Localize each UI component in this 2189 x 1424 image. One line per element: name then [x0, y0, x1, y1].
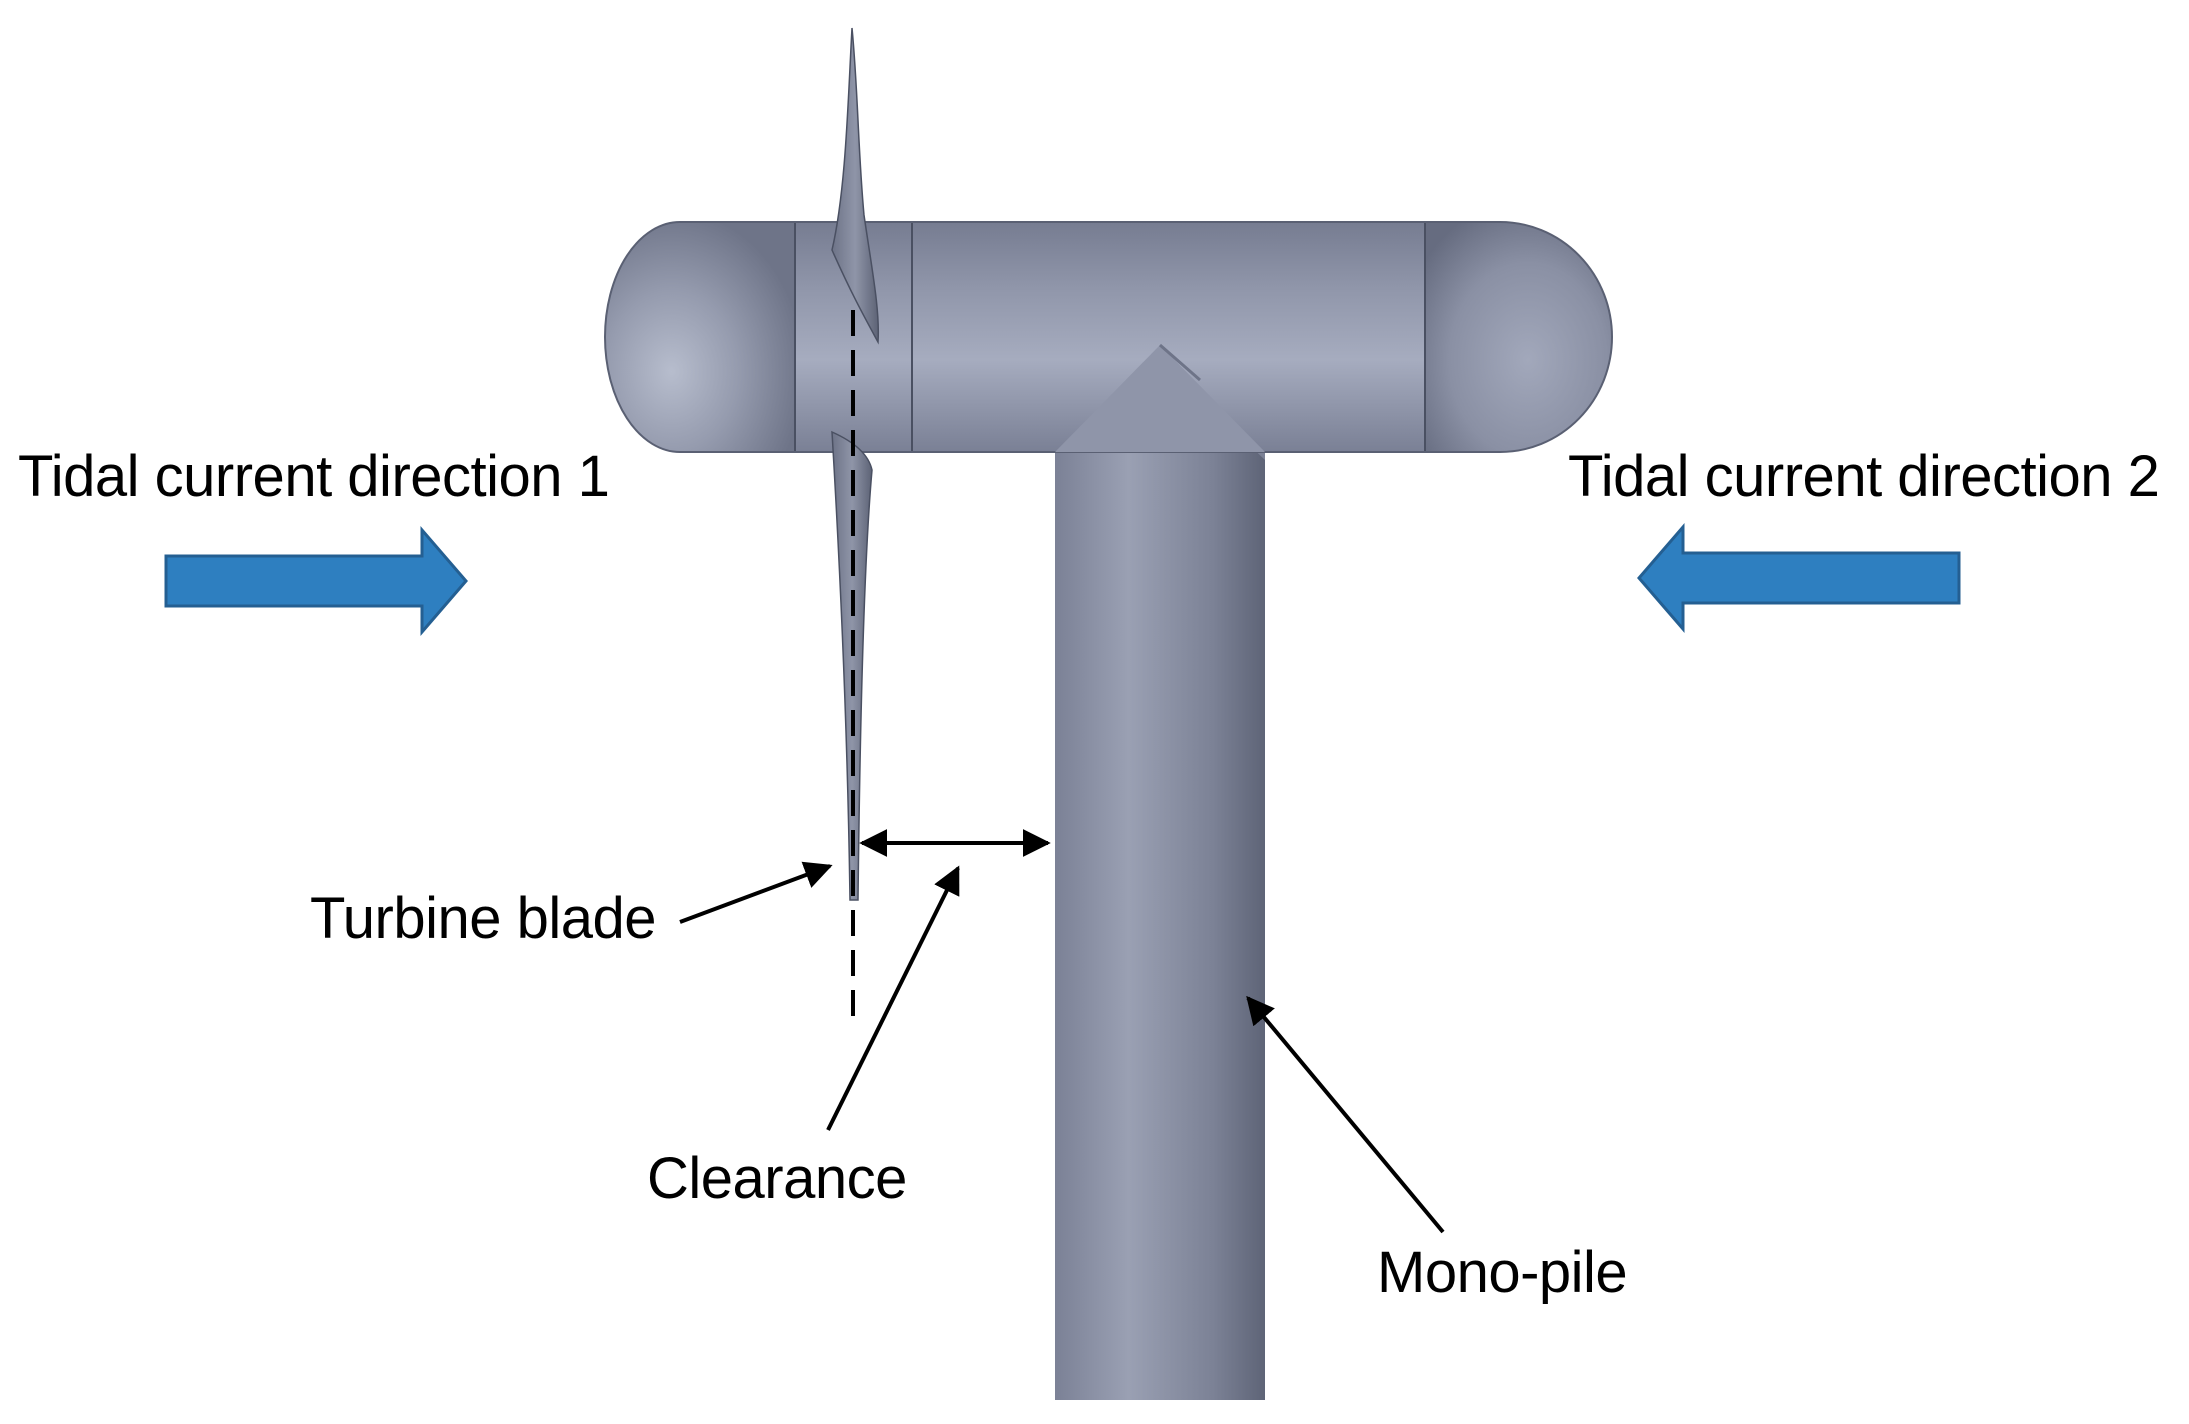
clearance-leader: [826, 865, 960, 1131]
turbine-blade-label: Turbine blade: [310, 886, 657, 951]
clearance-label: Clearance: [647, 1146, 907, 1211]
tidal-direction-1-label: Tidal current direction 1: [18, 444, 610, 509]
mono-pile-leader: [1246, 995, 1445, 1234]
nacelle: [604, 221, 1613, 453]
mono-pile: [1055, 345, 1265, 1400]
mono-pile-label: Mono-pile: [1377, 1240, 1628, 1305]
turbine-blade: [831, 27, 880, 1020]
flow-arrow-left-icon: [1637, 522, 1961, 634]
turbine-blade-leader: [679, 861, 833, 924]
flow-arrow-right-icon: [164, 525, 468, 637]
tidal-direction-2-label: Tidal current direction 2: [1568, 444, 2160, 509]
